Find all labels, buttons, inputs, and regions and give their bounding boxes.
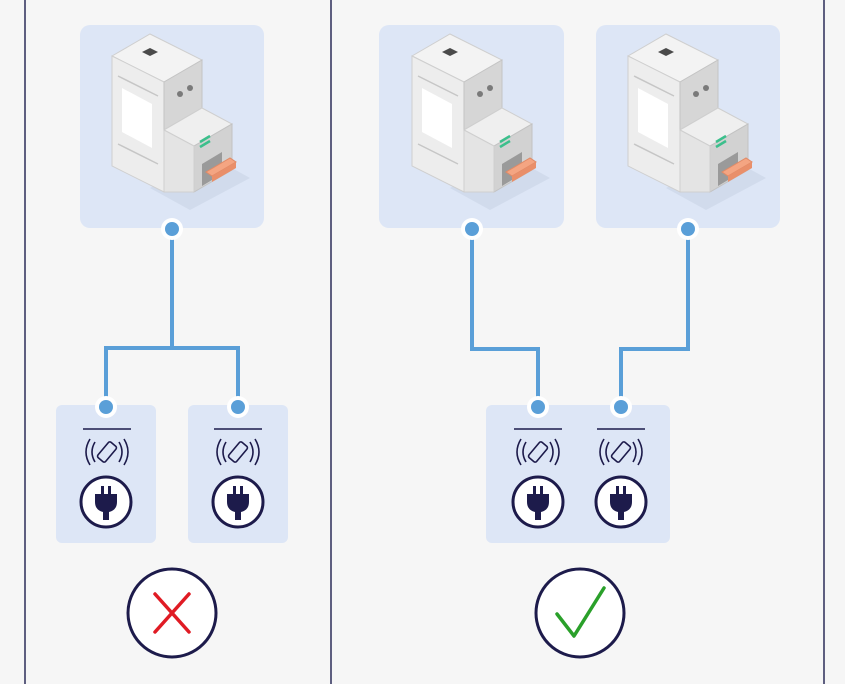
check-icon xyxy=(534,567,626,659)
shared-wiring xyxy=(104,229,240,407)
power-plug-icon xyxy=(594,475,648,529)
cross-icon xyxy=(126,567,218,659)
power-plug-icon xyxy=(211,475,265,529)
panel-incorrect xyxy=(56,25,288,659)
power-plug-icon xyxy=(511,475,565,529)
connection-nodes xyxy=(461,218,699,418)
connection-nodes xyxy=(95,218,249,418)
socket-card-double xyxy=(486,405,670,543)
power-plug-icon xyxy=(79,475,133,529)
panel-correct xyxy=(379,25,780,659)
dedicated-wiring xyxy=(470,229,690,407)
